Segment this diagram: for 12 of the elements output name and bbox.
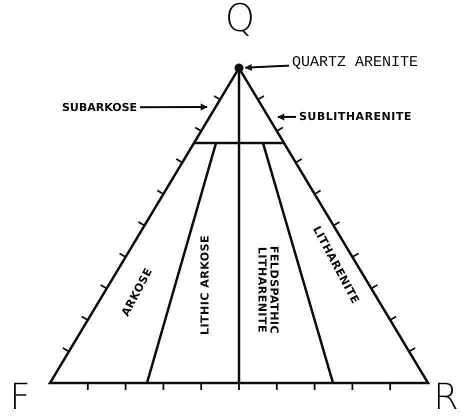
arrow bbox=[244, 64, 290, 71]
vertex-label: F bbox=[10, 380, 30, 416]
vertex-label: R bbox=[434, 380, 458, 416]
arrow bbox=[140, 104, 208, 111]
rock-type-label: SUBARKOSE bbox=[62, 102, 138, 113]
arrow bbox=[277, 113, 296, 120]
field-label: LITHIC ARKOSE bbox=[200, 234, 210, 336]
vertex-label: Q bbox=[225, 0, 255, 37]
rock-type-label: SUBLITHARENITE bbox=[299, 111, 412, 122]
apex-dot bbox=[234, 64, 244, 72]
field-label: FELDSPATHIC LITHARENITE bbox=[256, 244, 280, 336]
rock-type-label: QUARTZ ARENITE bbox=[292, 55, 418, 70]
